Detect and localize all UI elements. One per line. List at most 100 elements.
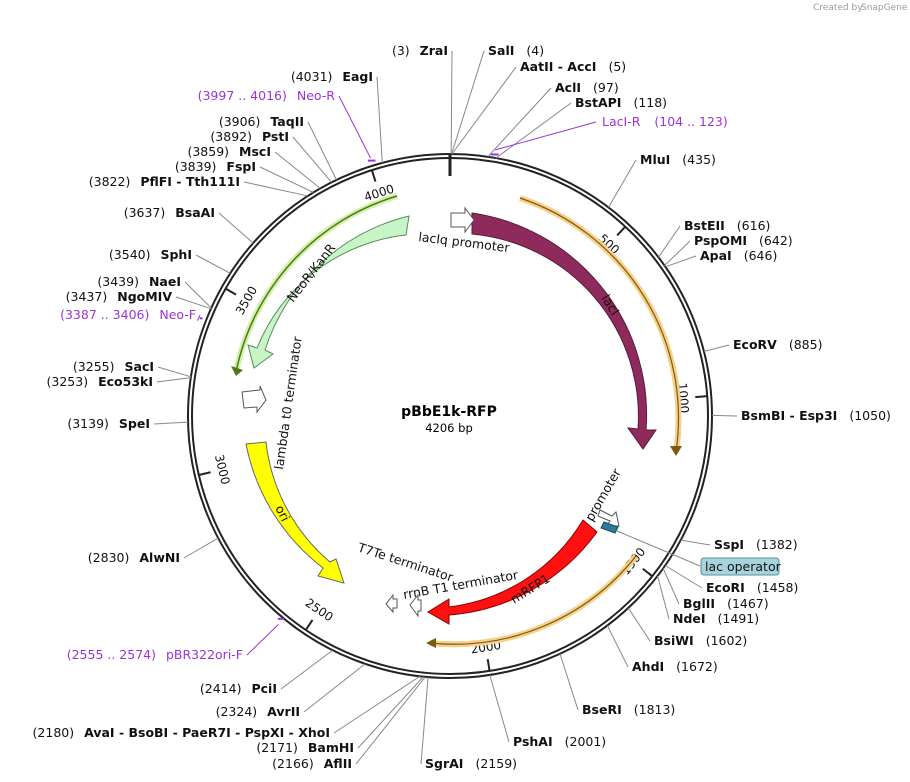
site-label[interactable]: PspOMI(642) bbox=[694, 233, 793, 248]
site-position: (2324) bbox=[216, 704, 258, 719]
site-label[interactable]: BsaAI(3637) bbox=[124, 205, 215, 220]
site-position: (1050) bbox=[849, 408, 891, 423]
site-name: PflFI - Tth111I bbox=[140, 174, 240, 189]
site-name: AatII - AccI bbox=[520, 59, 596, 74]
site-leader-line bbox=[184, 281, 212, 309]
site-label[interactable]: PciI (2414) bbox=[200, 681, 277, 696]
site-position: (3253) bbox=[47, 374, 89, 389]
site-leader-line bbox=[451, 50, 485, 155]
site-name: SgrAI bbox=[425, 756, 463, 771]
site-label[interactable]: SspI(1382) bbox=[714, 537, 798, 552]
site-label[interactable]: AflII(2166) bbox=[272, 756, 352, 771]
site-position: (1491) bbox=[718, 611, 760, 626]
site-label[interactable]: SgrAI(2159) bbox=[425, 756, 517, 771]
primer-name: LacI-R bbox=[602, 114, 641, 129]
plasmid-name: pBbE1k-RFP bbox=[401, 404, 497, 420]
tick-mark bbox=[486, 658, 491, 672]
site-name: BamHI bbox=[308, 740, 354, 755]
site-label[interactable]: SacI(3255) bbox=[73, 359, 154, 374]
site-position: (3637) bbox=[124, 205, 166, 220]
site-leader-line bbox=[608, 159, 637, 208]
site-leader-line bbox=[274, 151, 321, 189]
site-position: (3540) bbox=[109, 247, 151, 262]
primers: Neo-R(3997 .. 4016) LacI-R(104 .. 123) Neo… bbox=[60, 88, 728, 662]
primer-arrows bbox=[231, 193, 682, 648]
site-label[interactable]: ZraI(3) bbox=[392, 43, 448, 58]
site-label[interactable]: BamHI(2171) bbox=[256, 740, 354, 755]
site-leader-line bbox=[451, 66, 517, 155]
primer-label[interactable]: Neo-R(3997 .. 4016) bbox=[198, 88, 336, 103]
feature-ori[interactable]: ori bbox=[245, 441, 345, 584]
site-leader-line bbox=[307, 121, 337, 181]
site-position: (3) bbox=[392, 43, 410, 58]
site-position: (2001) bbox=[565, 734, 607, 749]
site-label[interactable]: PstI(3892) bbox=[210, 129, 289, 144]
site-name: EagI bbox=[342, 69, 373, 84]
primer-label[interactable]: LacI-R(104 .. 123) bbox=[602, 114, 728, 129]
site-leader-line bbox=[259, 166, 314, 193]
site-label[interactable]: AvaI - BsoBI - PaeR7I - PspXI - XhoI(218… bbox=[33, 725, 330, 740]
site-label[interactable]: TaqII(3906) bbox=[219, 114, 304, 129]
site-label[interactable]: AhdI(1672) bbox=[632, 659, 718, 674]
site-position: (2180) bbox=[33, 725, 75, 740]
primer-label[interactable]: pBR322ori-F(2555 .. 2574) bbox=[67, 647, 243, 662]
site-label[interactable]: ApaI(646) bbox=[700, 248, 777, 263]
site-position: (2414) bbox=[200, 681, 242, 696]
site-label[interactable]: PshAI(2001) bbox=[513, 734, 606, 749]
site-position: (1467) bbox=[727, 596, 769, 611]
site-label[interactable]: NgoMIV (3437) bbox=[66, 289, 173, 304]
site-label[interactable]: EagI(4031) bbox=[291, 69, 373, 84]
backbone bbox=[187, 153, 713, 679]
site-label[interactable]: NaeI(3439) bbox=[97, 274, 181, 289]
site-label[interactable]: AlwNI(2830) bbox=[88, 550, 180, 565]
site-label[interactable]: BseRI(1813) bbox=[582, 702, 675, 717]
site-label[interactable]: BsmBI - Esp3I(1050) bbox=[741, 408, 891, 423]
site-name: NgoMIV bbox=[117, 289, 172, 304]
site-leader-line bbox=[175, 296, 212, 310]
tick-mark bbox=[695, 395, 708, 399]
site-name: BseRI bbox=[582, 702, 622, 717]
site-position: (1382) bbox=[756, 537, 798, 552]
tick-mark bbox=[225, 287, 237, 296]
site-label[interactable]: SphI(3540) bbox=[109, 247, 192, 262]
site-label[interactable]: AvrII(2324) bbox=[216, 704, 300, 719]
site-label[interactable]: BstAPI(118) bbox=[575, 95, 667, 110]
site-label[interactable]: EcoRV(885) bbox=[733, 337, 822, 352]
site-label[interactable]: AclI(97) bbox=[555, 80, 619, 95]
site-name: PciI bbox=[251, 681, 277, 696]
site-label[interactable]: BglII(1467) bbox=[683, 596, 769, 611]
site-leader-line bbox=[559, 653, 579, 711]
site-label[interactable]: MluI(435) bbox=[640, 152, 716, 167]
site-position: (1602) bbox=[706, 633, 748, 648]
site-label[interactable]: PflFI - Tth111I(3822) bbox=[89, 174, 240, 189]
site-position: (435) bbox=[682, 152, 716, 167]
tick-mark bbox=[616, 226, 627, 237]
site-label[interactable]: SalI(4) bbox=[488, 43, 544, 58]
site-position: (3139) bbox=[67, 416, 109, 431]
site-position: (3892) bbox=[210, 129, 252, 144]
site-label[interactable]: FspI(3839) bbox=[175, 159, 256, 174]
restriction-sites: ZraI(3)SalI(4)AatII - AccI(5)AclI(97)Bst… bbox=[33, 43, 891, 771]
feature-lac-operator-mark[interactable] bbox=[600, 521, 619, 534]
site-label[interactable]: MscI(3859) bbox=[187, 144, 271, 159]
site-label[interactable]: Eco53kI(3253) bbox=[47, 374, 153, 389]
site-position: (1672) bbox=[676, 659, 718, 674]
site-label[interactable]: AatII - AccI(5) bbox=[520, 59, 626, 74]
site-leader-line bbox=[627, 607, 651, 642]
primer-label[interactable]: Neo-F(3387 .. 3406) bbox=[60, 307, 196, 322]
site-position: (3437) bbox=[66, 289, 108, 304]
lac-operator-label[interactable]: lac operator bbox=[616, 530, 782, 576]
site-label[interactable]: BstEII(616) bbox=[684, 218, 770, 233]
site-leader-line bbox=[662, 568, 680, 605]
site-position: (3439) bbox=[97, 274, 139, 289]
site-label[interactable]: SpeI (3139) bbox=[67, 416, 150, 431]
site-leader-line bbox=[657, 575, 670, 620]
site-leader-line bbox=[292, 136, 332, 183]
site-label[interactable]: BsiWI (1602) bbox=[654, 633, 747, 648]
site-name: SpeI bbox=[119, 416, 150, 431]
site-name: BsiWI bbox=[654, 633, 694, 648]
primer-leader-line bbox=[338, 95, 371, 159]
site-label[interactable]: NdeI(1491) bbox=[673, 611, 759, 626]
site-label[interactable]: EcoRI(1458) bbox=[706, 580, 798, 595]
